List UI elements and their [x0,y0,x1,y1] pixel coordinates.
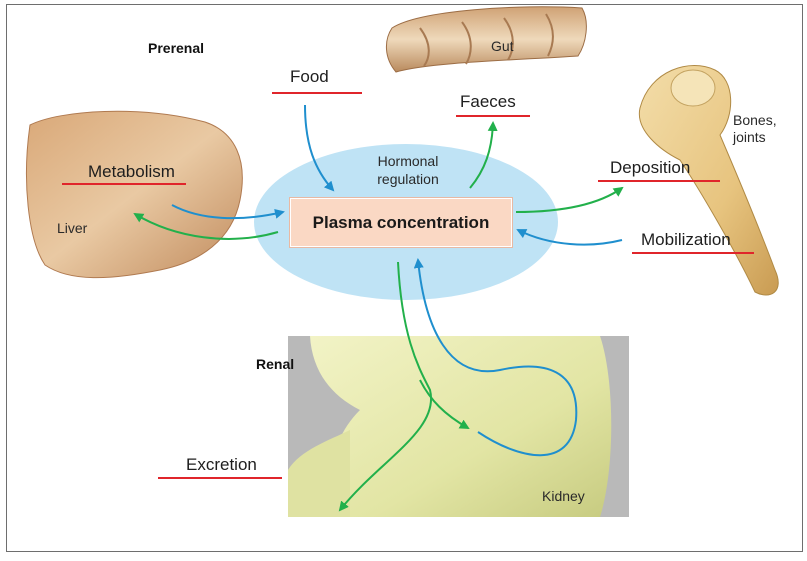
food-label: Food [290,67,329,87]
faeces-label: Faeces [460,92,516,112]
deposition-label: Deposition [610,158,690,178]
liver-label: Liver [57,220,87,236]
kidney-label: Kidney [542,488,585,504]
metabolism-label: Metabolism [88,162,175,182]
bones-joints-label: Bones, joints [733,112,783,146]
prerenal-label: Prerenal [148,40,204,56]
metabolism-underline [62,183,186,185]
mobilization-label: Mobilization [641,230,731,250]
excretion-label: Excretion [186,455,257,475]
faeces-underline [456,115,530,117]
mobilization-underline [632,252,754,254]
renal-label: Renal [256,356,294,372]
excretion-underline [158,477,282,479]
gut-label: Gut [491,38,514,54]
food-underline [272,92,362,94]
liver-illustration [26,111,242,277]
hormonal-regulation-label: Hormonal regulation [366,152,450,188]
deposition-underline [598,180,720,182]
gut-illustration [386,7,586,72]
plasma-concentration-box: Plasma concentration [290,198,512,247]
